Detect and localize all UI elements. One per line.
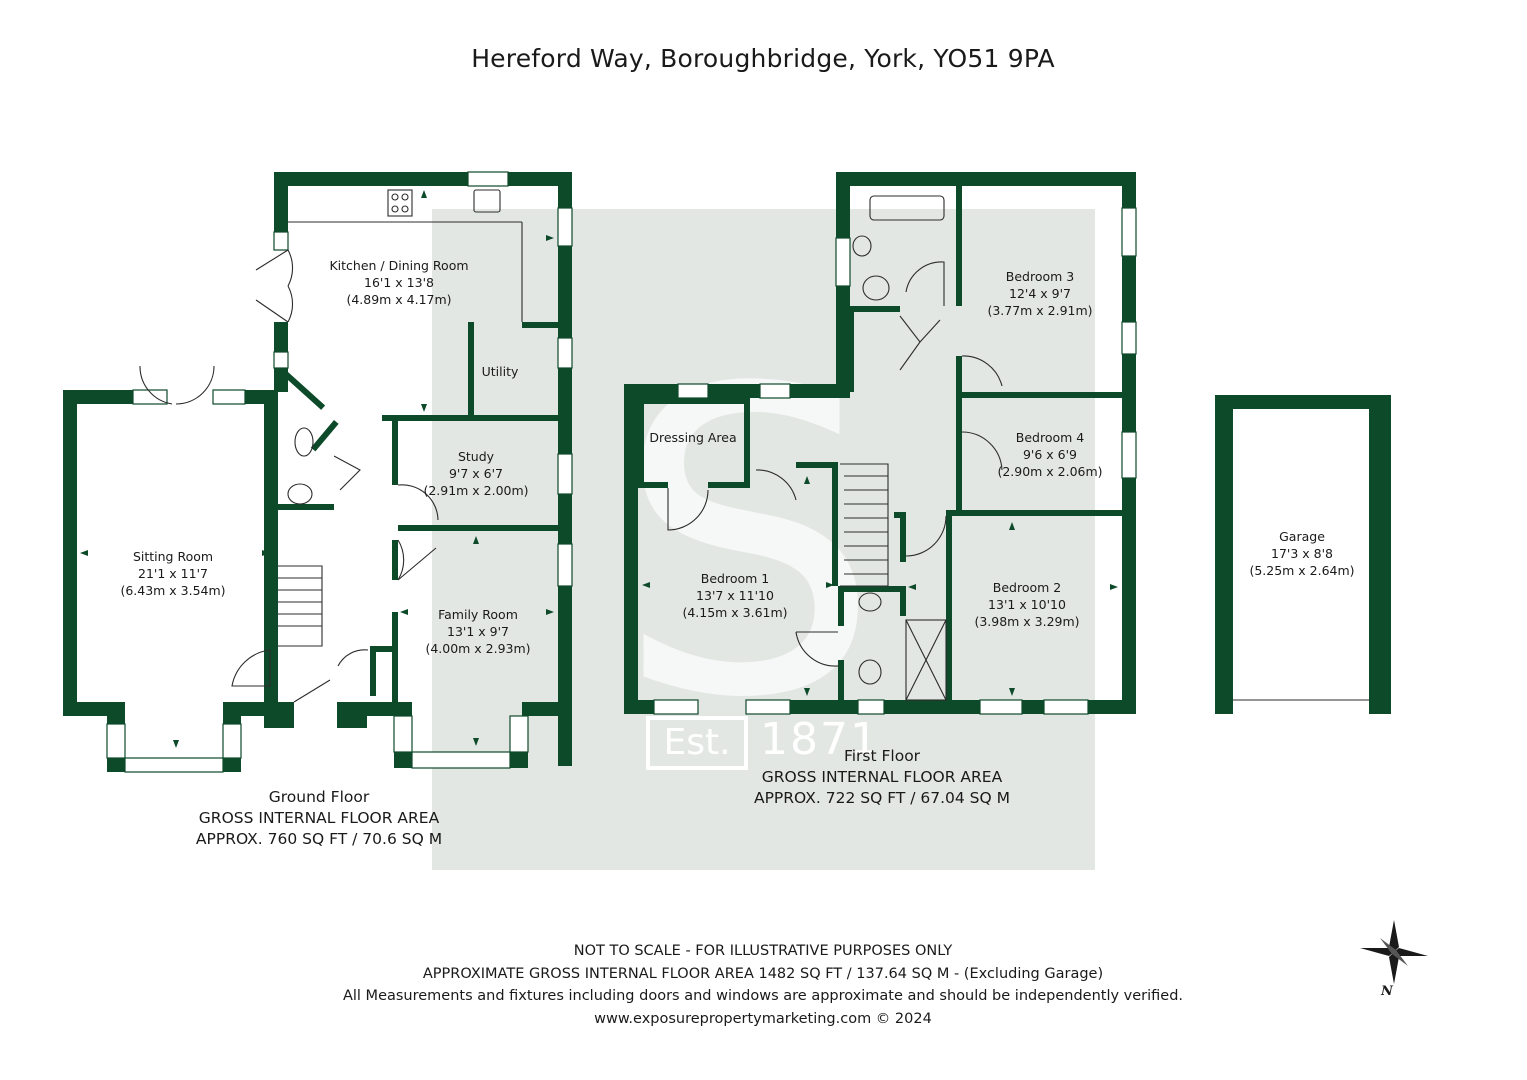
room-name: Dressing Area	[649, 430, 737, 445]
first-floor-area: First Floor GROSS INTERNAL FLOOR AREA AP…	[754, 746, 1010, 809]
room-name: Bedroom 2	[992, 580, 1062, 595]
room-utility: Utility	[482, 363, 519, 380]
floor-name: Ground Floor	[268, 788, 370, 806]
floor-name: First Floor	[843, 747, 921, 765]
room-name: Garage	[1279, 529, 1325, 544]
floor-area: APPROX. 722 SQ FT / 67.04 SQ M	[753, 789, 1011, 807]
watermark-est: Est.	[646, 716, 748, 770]
room-name: Bedroom 1	[700, 571, 770, 586]
footer-website: www.exposurepropertymarketing.com © 2024	[594, 1010, 932, 1027]
room-metric: (5.25m x 2.64m)	[1249, 563, 1355, 578]
room-garage: Garage 17'3 x 8'8 (5.25m x 2.64m)	[1249, 528, 1354, 579]
compass-north-label: N	[1381, 984, 1393, 999]
room-metric: (4.89m x 4.17m)	[346, 292, 452, 307]
room-bedroom-1: Bedroom 1 13'7 x 11'10 (4.15m x 3.61m)	[682, 570, 787, 621]
room-metric: (3.98m x 3.29m)	[974, 614, 1080, 629]
room-imperial: 9'7 x 6'7	[448, 466, 504, 481]
room-metric: (3.77m x 2.91m)	[987, 303, 1093, 318]
room-imperial: 17'3 x 8'8	[1271, 546, 1333, 561]
compass-rose-icon	[1360, 920, 1428, 984]
footer-notes: NOT TO SCALE - FOR ILLUSTRATIVE PURPOSES…	[343, 940, 1183, 1030]
room-metric: (2.90m x 2.06m)	[997, 464, 1103, 479]
room-dressing: Dressing Area	[649, 429, 736, 446]
floor-area: APPROX. 760 SQ FT / 70.6 SQ M	[195, 830, 443, 848]
walls	[63, 172, 1391, 772]
room-study: Study 9'7 x 6'7 (2.91m x 2.00m)	[423, 448, 528, 499]
room-name: Bedroom 3	[1005, 269, 1075, 284]
room-name: Utility	[481, 364, 519, 379]
room-metric: (6.43m x 3.54m)	[120, 583, 226, 598]
room-imperial: 13'7 x 11'10	[696, 588, 774, 603]
floor-label: GROSS INTERNAL FLOOR AREA	[198, 809, 440, 827]
watermark-panel	[432, 209, 1095, 870]
room-bedroom-2: Bedroom 2 13'1 x 10'10 (3.98m x 3.29m)	[974, 579, 1079, 630]
page-title: Hereford Way, Boroughbridge, York, YO51 …	[471, 44, 1055, 73]
room-name: Sitting Room	[132, 549, 214, 564]
footer-total-area: APPROXIMATE GROSS INTERNAL FLOOR AREA 14…	[422, 965, 1104, 982]
dimension-arrows	[80, 190, 1118, 748]
room-imperial: 13'1 x 9'7	[447, 624, 509, 639]
fixtures	[139, 189, 1369, 703]
footer-scale-note: NOT TO SCALE - FOR ILLUSTRATIVE PURPOSES…	[573, 943, 953, 959]
room-imperial: 12'4 x 9'7	[1009, 286, 1071, 301]
floor-label: GROSS INTERNAL FLOOR AREA	[761, 768, 1003, 786]
room-sitting: Sitting Room 21'1 x 11'7 (6.43m x 3.54m)	[120, 548, 225, 599]
room-metric: (4.15m x 3.61m)	[682, 605, 788, 620]
room-bedroom-4: Bedroom 4 9'6 x 6'9 (2.90m x 2.06m)	[997, 429, 1102, 480]
room-metric: (2.91m x 2.00m)	[423, 483, 529, 498]
watermark-year: 1871	[760, 714, 880, 765]
room-name: Bedroom 4	[1015, 430, 1085, 445]
room-bedroom-3: Bedroom 3 12'4 x 9'7 (3.77m x 2.91m)	[987, 268, 1092, 319]
room-name: Kitchen / Dining Room	[329, 258, 469, 273]
room-metric: (4.00m x 2.93m)	[425, 641, 531, 656]
room-imperial: 13'1 x 10'10	[988, 597, 1066, 612]
room-family: Family Room 13'1 x 9'7 (4.00m x 2.93m)	[425, 606, 530, 657]
room-imperial: 16'1 x 13'8	[364, 275, 434, 290]
room-kitchen: Kitchen / Dining Room 16'1 x 13'8 (4.89m…	[329, 257, 468, 308]
windows	[106, 171, 1137, 773]
ground-floor-area: Ground Floor GROSS INTERNAL FLOOR AREA A…	[196, 787, 442, 850]
room-imperial: 21'1 x 11'7	[138, 566, 208, 581]
footer-disclaimer: All Measurements and fixtures including …	[342, 988, 1184, 1004]
room-name: Family Room	[438, 607, 518, 622]
room-name: Study	[457, 449, 495, 464]
room-imperial: 9'6 x 6'9	[1022, 447, 1078, 462]
